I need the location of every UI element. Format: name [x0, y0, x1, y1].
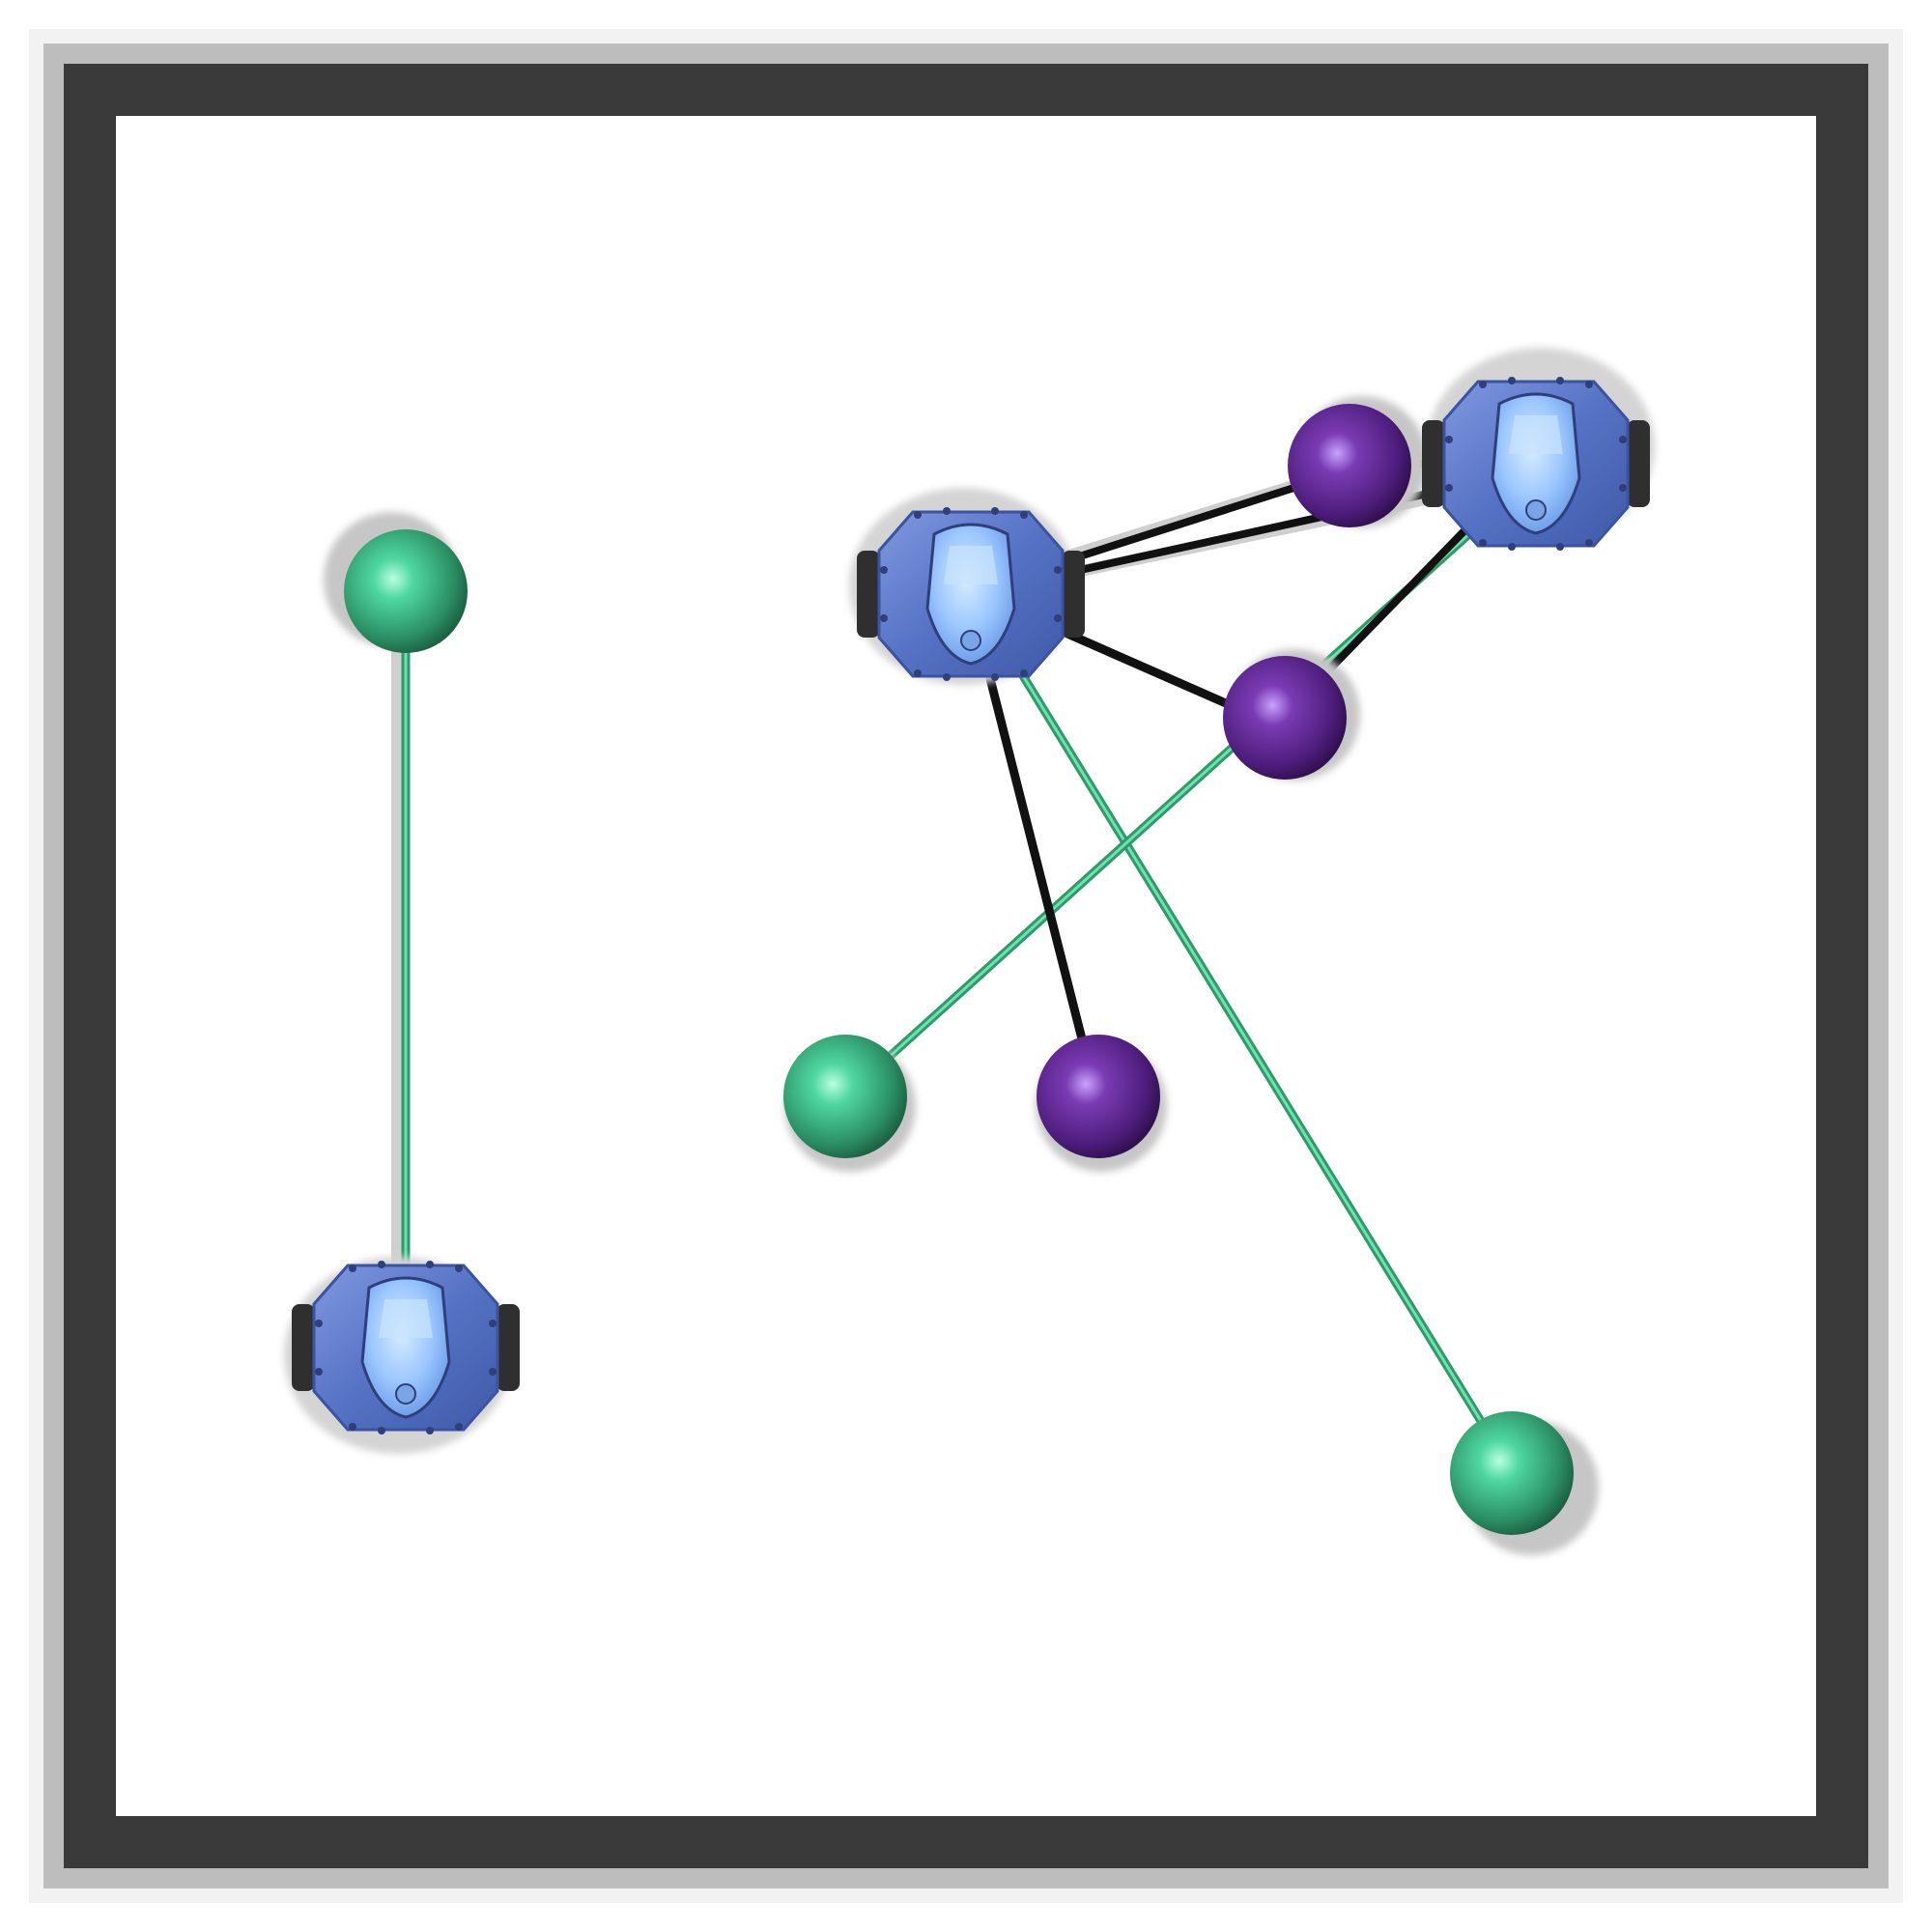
purple-ball-2 [1288, 404, 1411, 527]
green-ball-2 [783, 1035, 907, 1158]
arena-wall [29, 29, 1903, 1903]
balls [344, 404, 1574, 1535]
robot-icon [292, 1261, 520, 1435]
robot-left [284, 1257, 520, 1454]
purple-ball-1 [1037, 1035, 1160, 1158]
robot-top-right [1422, 348, 1655, 551]
link-black-5 [1305, 513, 1482, 695]
robot-icon [1422, 377, 1650, 551]
green-ball-3 [1450, 1411, 1574, 1535]
link-black-1 [979, 647, 1092, 1063]
robots [284, 348, 1655, 1454]
link-black-2 [1039, 479, 1313, 572]
robot-icon [857, 507, 1085, 681]
green-ball-1 [344, 529, 468, 653]
purple-ball-3 [1223, 656, 1347, 780]
robot-center [849, 488, 1085, 685]
